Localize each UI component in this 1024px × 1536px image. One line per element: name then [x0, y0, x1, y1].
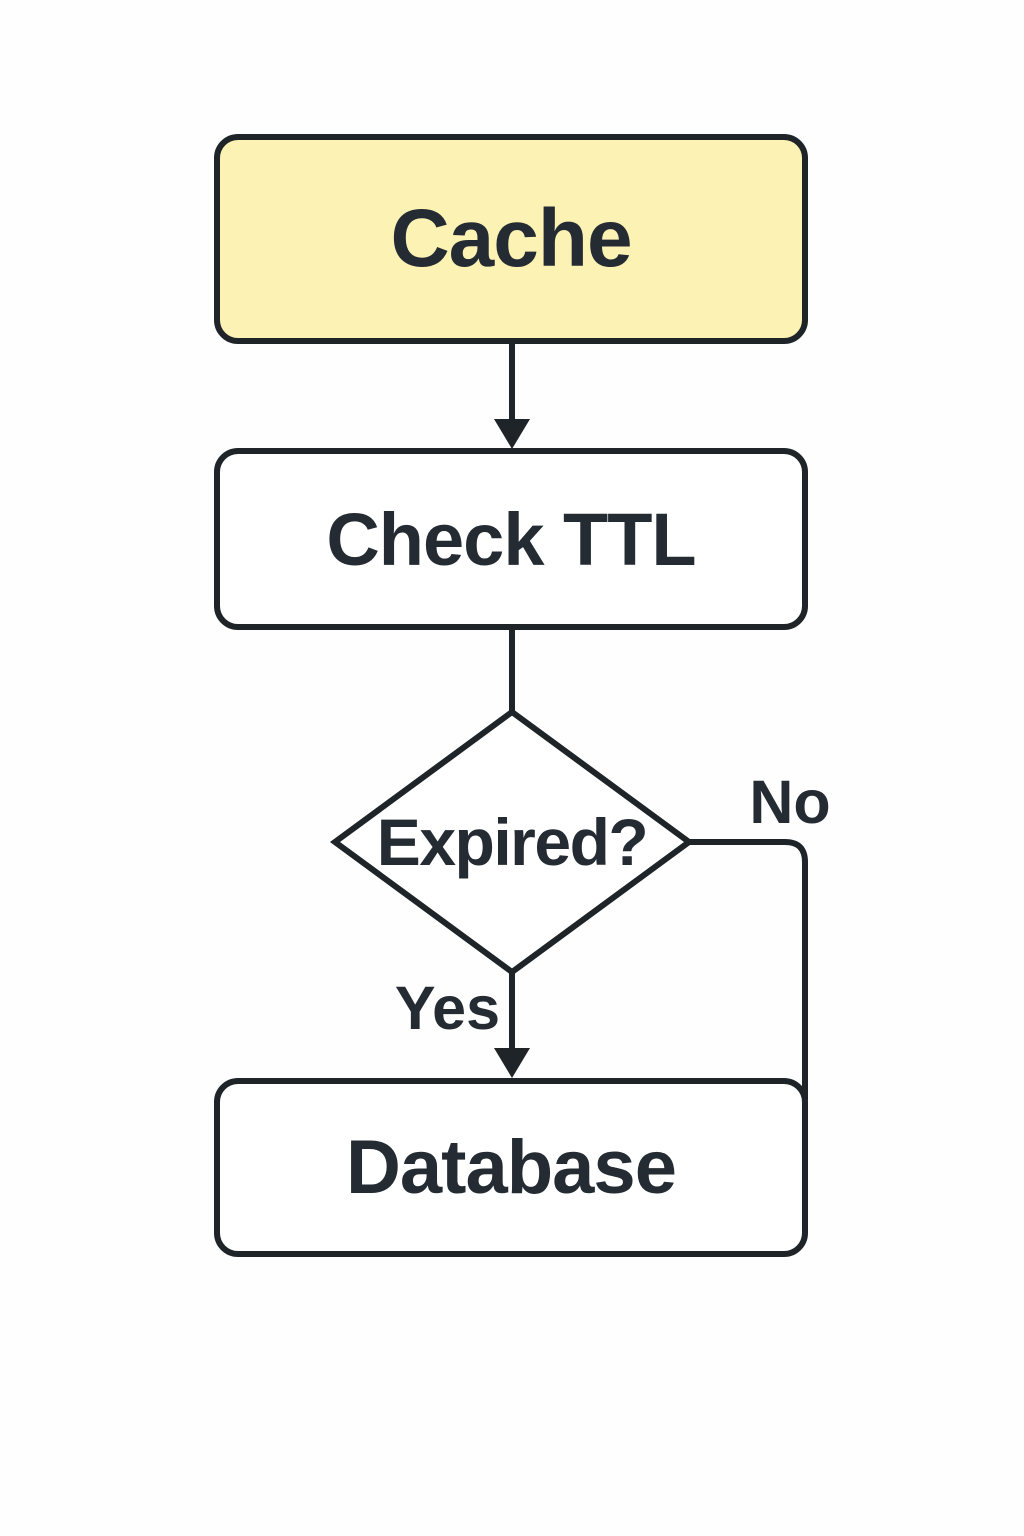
node-database-label: Database — [346, 1125, 677, 1210]
edge-expired-no-to-database — [689, 839, 808, 1100]
expired-decision-shape — [329, 708, 695, 976]
node-database: Database — [214, 1078, 808, 1257]
edge-label-yes: Yes — [394, 974, 500, 1042]
edge-label-no: No — [749, 768, 831, 836]
node-cache-label: Cache — [390, 193, 632, 284]
arrowhead-icon — [494, 1048, 530, 1078]
node-check-ttl-label: Check TTL — [326, 497, 696, 581]
arrowhead-icon — [494, 419, 530, 449]
node-cache: Cache — [214, 134, 808, 344]
edge-line — [689, 839, 808, 1100]
node-check-ttl: Check TTL — [214, 448, 808, 630]
edge-cache-to-check-ttl — [494, 344, 530, 449]
edge-expired-yes-to-database — [494, 972, 530, 1078]
